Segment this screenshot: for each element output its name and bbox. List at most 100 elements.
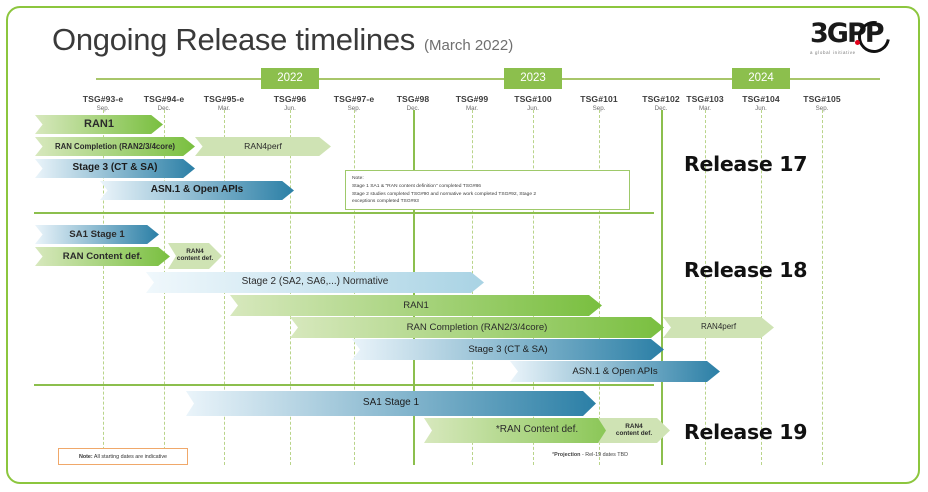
tsg-name: TSG#104 xyxy=(742,94,780,104)
indicative-note-text: All starting dates are indicative xyxy=(92,453,168,460)
gridline-TSG#93-e xyxy=(103,110,104,465)
release-separator xyxy=(34,212,654,215)
bar-stage3: Stage 3 (CT & SA) xyxy=(352,339,664,360)
title-block: Ongoing Release timelines (March 2022) xyxy=(52,22,513,58)
year-badge-2023: 2023 xyxy=(504,68,562,89)
release-label-18: Release 18 xyxy=(684,258,808,282)
tsg-name: TSG#105 xyxy=(803,94,841,104)
bar-asn1: ASN.1 & Open APIs xyxy=(510,361,720,382)
gridline-TSG#103 xyxy=(705,110,706,465)
tsg-month: Jun. xyxy=(527,105,539,112)
note-line: Stage 1 SA1 & "RAN content definition" c… xyxy=(352,183,481,189)
tsg-name: TSG#98 xyxy=(396,94,430,104)
tsg-name: TSG#96 xyxy=(273,94,307,104)
indicative-note-bold: Note: xyxy=(78,453,93,460)
note-line: Note: xyxy=(352,176,364,181)
tsg-month: Dec. xyxy=(157,105,171,112)
page-title: Ongoing Release timelines xyxy=(52,22,415,57)
tsg-name: TSG#102 xyxy=(642,94,680,104)
projection-text: - Rel-19 dates TBD xyxy=(580,452,629,458)
bar-ran1: RAN1 xyxy=(35,115,163,134)
tsg-month: Sep. xyxy=(96,105,110,112)
logo-wordmark: 3GPP xyxy=(810,18,885,49)
bar-ran-completion: RAN Completion (RAN2/3/4core) xyxy=(290,317,664,338)
tsg-month: Jun. xyxy=(755,105,767,112)
bar-sa1-stage1: SA1 Stage 1 xyxy=(186,391,596,416)
tsg-month: Sep. xyxy=(347,105,361,112)
note-line: exceptions completed TSG#93 xyxy=(352,199,419,205)
year-badge-2024: 2024 xyxy=(732,68,790,89)
bar-asn1: ASN.1 & Open APIs xyxy=(100,181,294,200)
logo-tagline: a global initiative xyxy=(810,50,856,55)
year-rule xyxy=(96,78,261,80)
bar-ran4perf: RAN4perf xyxy=(663,317,774,338)
bar-ran-content-def: RAN Content def. xyxy=(35,247,170,266)
gridline-TSG#100 xyxy=(533,110,534,465)
bar-label: RAN4perf xyxy=(244,141,282,152)
bar-label: SA1 Stage 1 xyxy=(362,397,420,409)
logo-dot-icon xyxy=(855,40,860,45)
year-rule xyxy=(790,78,880,80)
projection-star: * xyxy=(552,452,555,458)
tsg-month: Sep. xyxy=(815,105,829,112)
tsg-name: TSG#93-e xyxy=(82,94,124,104)
bar-label: RAN Completion (RAN2/3/4core) xyxy=(406,321,548,333)
bar-label: RAN4perf xyxy=(700,322,737,332)
bar-ran4perf: RAN4perf xyxy=(195,137,331,156)
bar-label: ASN.1 & Open APIs xyxy=(572,365,658,377)
year-rule xyxy=(319,78,505,80)
tsg-name: TSG#100 xyxy=(514,94,552,104)
tsg-name: TSG#97-e xyxy=(333,94,375,104)
bar-ran1: RAN1 xyxy=(230,295,602,316)
tsg-name: TSG#94-e xyxy=(143,94,185,104)
slide-border xyxy=(6,6,920,484)
projection-bold: Projection xyxy=(554,452,581,458)
bar-ran-completion: RAN Completion (RAN2/3/4core) xyxy=(35,137,195,156)
bar-sa1-stage1: SA1 Stage 1 xyxy=(35,225,159,244)
bar-label: RAN1 xyxy=(403,299,429,311)
tsg-name: TSG#99 xyxy=(455,94,489,104)
tsg-month: Sep. xyxy=(592,105,606,112)
tsg-month: Mar. xyxy=(217,105,231,112)
tsg-name: TSG#103 xyxy=(686,94,724,104)
bar-label: SA1 Stage 1 xyxy=(69,228,125,240)
bar-label: RAN Content def. xyxy=(62,250,143,262)
tsg-month: Mar. xyxy=(465,105,479,112)
bar-label: Stage 3 (CT & SA) xyxy=(72,162,158,174)
tsg-month: Dec. xyxy=(654,105,668,112)
bar-label: *RAN Content def. xyxy=(495,424,579,436)
year-badge-2022: 2022 xyxy=(261,68,319,89)
projection-note: *Projection - Rel-19 dates TBD xyxy=(552,452,628,458)
release-separator xyxy=(34,384,654,387)
release17-note: Note: Stage 1 SA1 & "RAN content definiti… xyxy=(345,170,630,210)
bar-label: RAN1 xyxy=(84,117,114,130)
tsg-name: TSG#95-e xyxy=(203,94,245,104)
tsg-month: Mar. xyxy=(698,105,712,112)
tsg-month: Dec. xyxy=(406,105,420,112)
bar-stage3: Stage 3 (CT & SA) xyxy=(35,159,195,178)
bar-label: Stage 2 (SA2, SA6,...) Normative xyxy=(241,276,389,288)
bar-ran-content-def: *RAN Content def. xyxy=(424,418,650,443)
release-label-17: Release 17 xyxy=(684,152,808,176)
3gpp-logo: 3GPP a global initiative xyxy=(810,14,902,66)
release-label-19: Release 19 xyxy=(684,420,808,444)
indicative-note: Note: All starting dates are indicative xyxy=(58,448,188,465)
year-rule xyxy=(561,78,732,80)
bar-label: RAN Completion (RAN2/3/4core) xyxy=(55,141,175,151)
